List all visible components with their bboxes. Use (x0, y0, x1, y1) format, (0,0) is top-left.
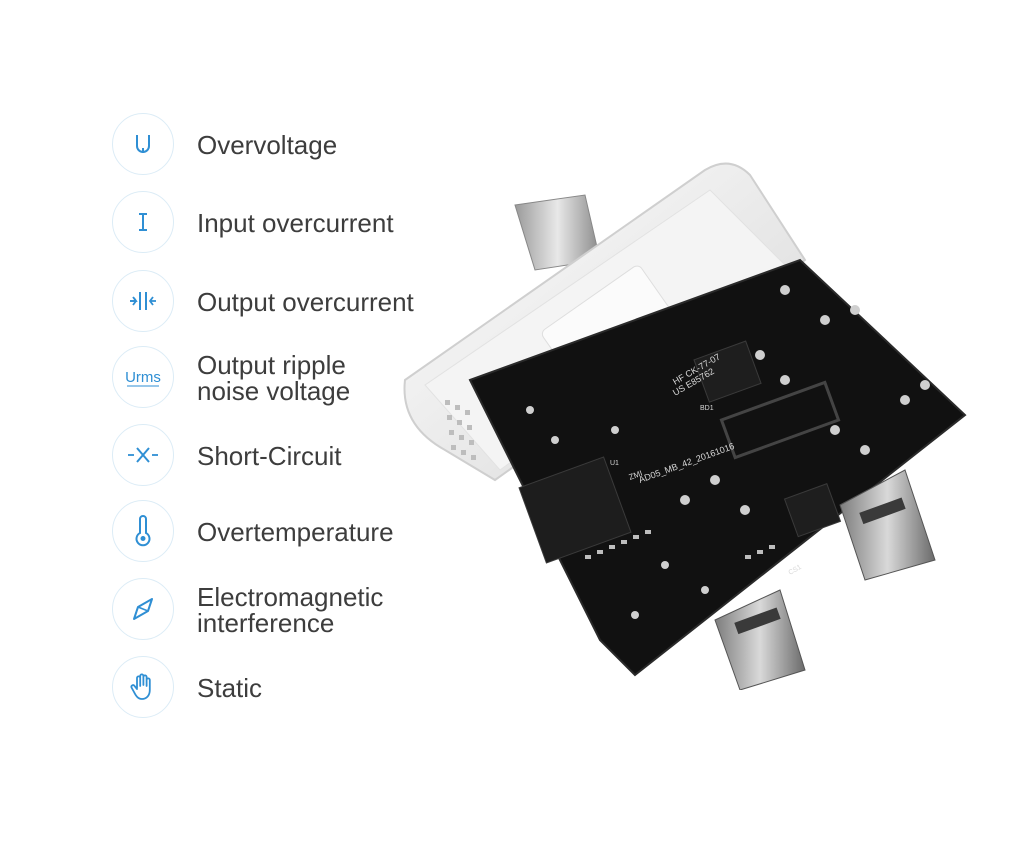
feature-overtemperature: Overtemperature (112, 500, 472, 564)
protection-feature-list: Overvoltage Input overcurrent Output ove… (0, 0, 460, 852)
feature-label: Static (197, 673, 263, 703)
feature-label: Short-Circuit (197, 441, 342, 471)
feature-label: Overtemperature (197, 517, 394, 547)
output-current-icon (112, 270, 174, 332)
svg-text:U1: U1 (610, 460, 619, 467)
thermometer-icon (112, 500, 174, 562)
feature-overvoltage: Overvoltage (112, 113, 472, 177)
svg-text:CS1: CS1 (788, 564, 803, 577)
x-icon (112, 424, 174, 486)
feature-output-overcurrent: Output overcurrent (112, 270, 472, 334)
feature-label: Overvoltage (197, 130, 338, 160)
u-icon (112, 113, 174, 175)
feature-short-circuit: Short-Circuit (112, 424, 472, 488)
feature-input-overcurrent: Input overcurrent (112, 191, 472, 255)
feature-static: Static (112, 656, 472, 720)
usb-port-2 (839, 469, 936, 581)
feature-label: Output overcurrent (197, 287, 414, 317)
hand-icon (112, 656, 174, 718)
svg-text:ZMI: ZMI (628, 469, 644, 482)
circuit-board: AD05_MB_42_20161016 HF CK-77-07 US E8576… (445, 258, 967, 677)
charger-pcb-image: AD05_MB_42_20161016 HF CK-77-07 US E8576… (403, 162, 967, 690)
urms-icon-text: Urms (125, 369, 161, 386)
svg-text:BD1: BD1 (700, 405, 714, 412)
urms-icon: Urms (112, 346, 174, 408)
feature-label: Input overcurrent (197, 208, 394, 238)
i-icon (112, 191, 174, 253)
compass-icon (112, 578, 174, 640)
usb-port-1 (714, 589, 806, 690)
